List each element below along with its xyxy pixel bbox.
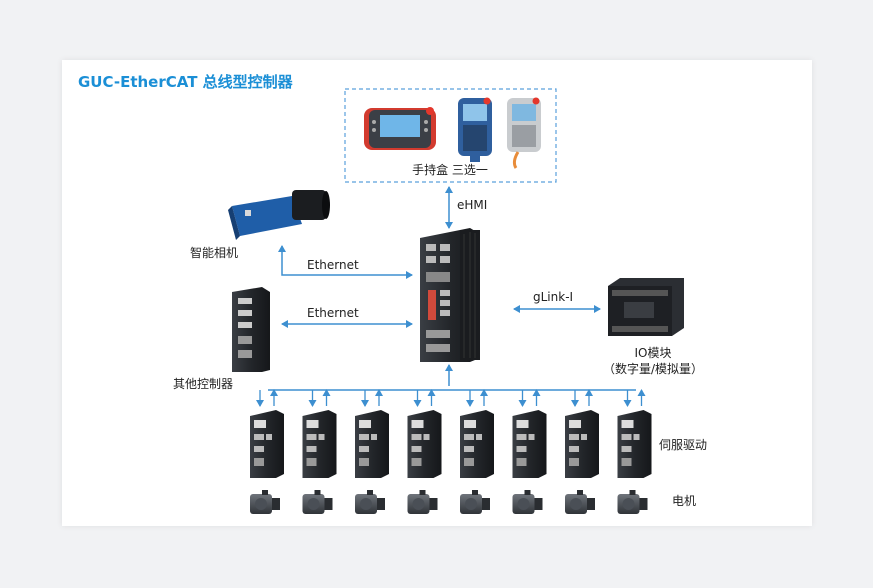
- other-controller: [232, 287, 270, 372]
- servo-drive: [460, 410, 494, 478]
- servo-drive: [407, 410, 442, 478]
- motor-label: 电机: [672, 494, 697, 508]
- servo-motor: [407, 490, 438, 514]
- servo-drive: [250, 410, 284, 478]
- io-module-sublabel: （数字量/模拟量）: [602, 362, 704, 376]
- servo-drive: [355, 410, 389, 478]
- teach-pendant-landscape: [364, 107, 436, 150]
- servo-motor: [302, 490, 333, 514]
- servo-motor: [460, 490, 490, 514]
- ehmi-label: eHMI: [457, 198, 488, 212]
- servo-motor: [565, 490, 595, 514]
- servo-drive-label: 伺服驱动: [659, 438, 708, 452]
- servo-drive: [617, 410, 652, 478]
- glink-label: gLink-I: [533, 290, 574, 304]
- servo-motor: [355, 490, 385, 514]
- smart-camera: [228, 190, 330, 240]
- servo-motor: [617, 490, 648, 514]
- pendant-group-frame: [344, 88, 557, 183]
- servo-drive: [565, 410, 599, 478]
- servo-motor: [250, 490, 280, 514]
- servo-row: [250, 389, 652, 514]
- other-controller-label: 其他控制器: [173, 377, 234, 391]
- main-controller: [420, 228, 480, 362]
- pendant-label: 手持盒 三选一: [412, 163, 488, 177]
- servo-drive: [302, 410, 337, 478]
- ethernet-label-bottom: Ethernet: [307, 306, 359, 320]
- diagram-title: GUC-EtherCAT 总线型控制器: [78, 73, 293, 91]
- teach-pendant-grey: [507, 97, 541, 169]
- camera-label: 智能相机: [190, 246, 239, 260]
- camera-ethernet-link: [278, 245, 413, 279]
- teach-pendant-blue: [458, 97, 492, 162]
- servo-motor: [512, 490, 543, 514]
- io-module: [608, 278, 684, 336]
- servo-drive: [512, 410, 547, 478]
- io-module-label: IO模块: [634, 346, 672, 360]
- ethernet-label-top: Ethernet: [307, 258, 359, 272]
